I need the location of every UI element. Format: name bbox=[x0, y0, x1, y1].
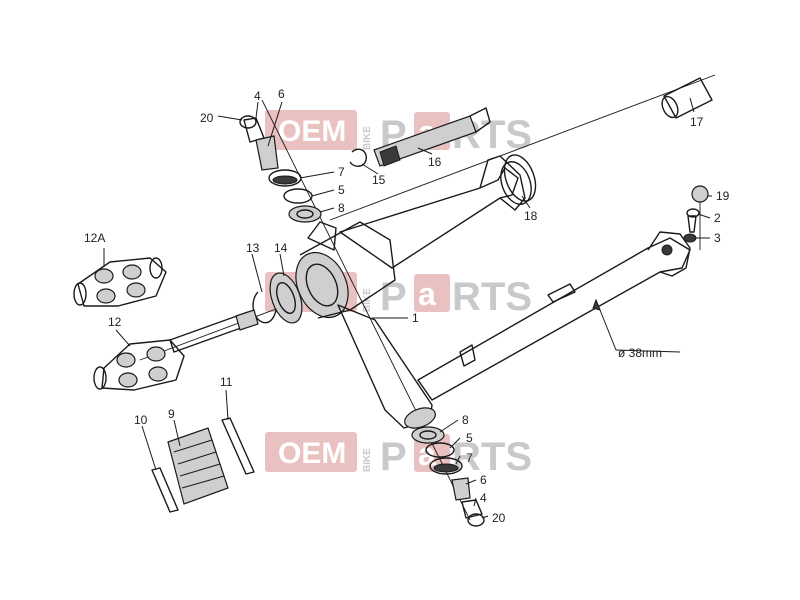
splined-shaft bbox=[349, 107, 491, 167]
callout-17: 17 bbox=[690, 115, 704, 129]
gasket bbox=[503, 154, 537, 202]
watermark-p: P bbox=[380, 435, 407, 479]
callout-2: 2 bbox=[714, 211, 721, 225]
watermark-bike: BIKE bbox=[362, 448, 373, 472]
callout-11: 11 bbox=[220, 375, 233, 389]
callout-12: 12 bbox=[108, 315, 122, 329]
callout-16: 16 bbox=[428, 155, 442, 169]
callout-labels: 20 4 6 7 5 8 15 16 17 18 19 2 3 12A 13 1… bbox=[84, 87, 730, 525]
watermark-oem: OEM bbox=[278, 115, 346, 148]
callout-4-bottom: 4 bbox=[480, 491, 487, 505]
watermark-bike: BIKE bbox=[362, 288, 373, 312]
callout-5-bottom: 5 bbox=[466, 431, 473, 445]
callout-8-top: 8 bbox=[338, 201, 345, 215]
callout-18: 18 bbox=[524, 209, 538, 223]
watermark-p: P bbox=[380, 275, 407, 319]
callout-7-bottom: 7 bbox=[466, 451, 473, 465]
callout-3: 3 bbox=[714, 231, 721, 245]
ring-and-bearing bbox=[252, 272, 303, 324]
cap-and-pin bbox=[683, 185, 709, 243]
callout-15: 15 bbox=[372, 173, 386, 187]
callout-5-top: 5 bbox=[338, 183, 345, 197]
boot-and-clamps bbox=[151, 417, 255, 513]
assembly-axes bbox=[139, 74, 716, 521]
callout-1: 1 bbox=[412, 311, 419, 325]
callout-20-bottom: 20 bbox=[492, 511, 506, 525]
callout-10: 10 bbox=[134, 413, 148, 427]
callout-19: 19 bbox=[716, 189, 730, 203]
cardan-shaft-12 bbox=[93, 309, 259, 391]
watermark-bike: BIKE bbox=[362, 126, 373, 150]
swing-arm bbox=[295, 155, 691, 429]
bottom-bearing-stack bbox=[411, 426, 485, 527]
callout-14: 14 bbox=[274, 241, 288, 255]
universal-joint-12a bbox=[73, 257, 167, 307]
callout-6-bottom: 6 bbox=[480, 473, 487, 487]
callout-6-top: 6 bbox=[278, 87, 285, 101]
callout-13: 13 bbox=[246, 241, 260, 255]
sleeve bbox=[661, 77, 713, 119]
callout-8-bottom: 8 bbox=[462, 413, 469, 427]
leader-lines bbox=[103, 97, 712, 519]
callout-20-top: 20 bbox=[200, 111, 214, 125]
watermark-oem: OEM bbox=[278, 437, 346, 470]
watermark-bottom: OEM BIKE P a RTS bbox=[265, 432, 532, 479]
tube-diameter-label: ø 38mm bbox=[618, 346, 662, 360]
callout-7-top: 7 bbox=[338, 165, 345, 179]
watermark-rts: RTS bbox=[452, 275, 532, 319]
callout-9: 9 bbox=[168, 407, 175, 421]
watermark-rts: RTS bbox=[452, 435, 532, 479]
callout-12a: 12A bbox=[84, 231, 105, 245]
callout-4-top: 4 bbox=[254, 89, 261, 103]
watermark-a: a bbox=[418, 276, 436, 312]
